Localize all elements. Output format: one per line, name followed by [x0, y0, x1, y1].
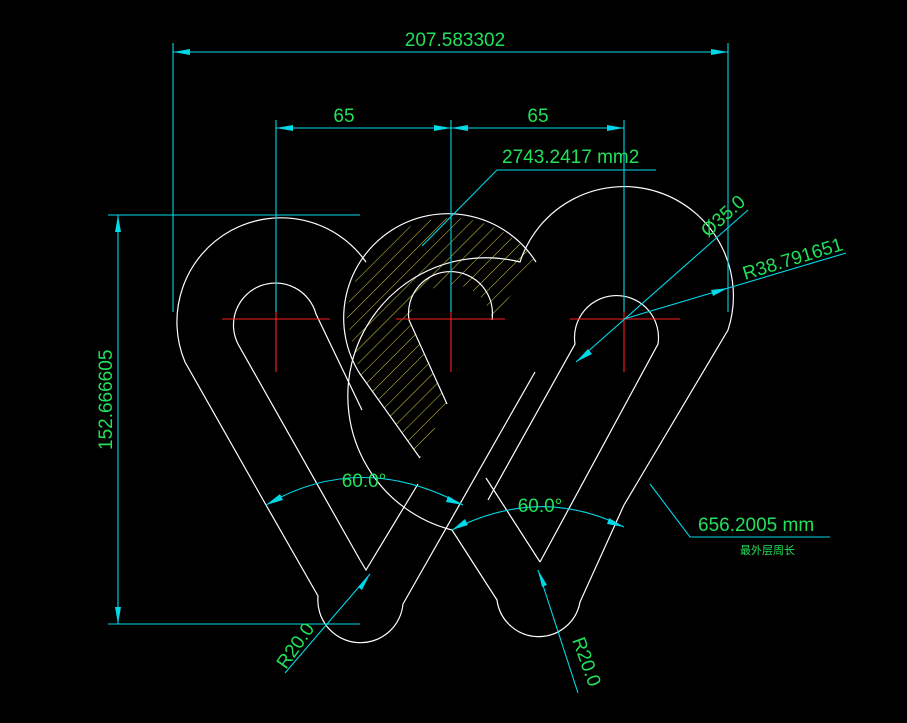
outer-radius-label: R38.791651: [740, 234, 845, 284]
angle-right-label: 60.0°: [518, 496, 563, 517]
spacing-right-label: 65: [527, 106, 548, 127]
heart-geometry: [176, 185, 735, 644]
dimension-labels: 207.583302 65 65 2743.2417 mm2 Ø35.0 R38…: [96, 30, 845, 689]
middle-loop-inner: [407, 271, 494, 405]
perimeter-note-label: 最外层周长: [740, 544, 795, 557]
fillet-right-label: R20.0: [567, 635, 604, 690]
right-loop-outer: [347, 185, 735, 531]
left-loop-outer: [176, 217, 367, 506]
perimeter-label: 656.2005 mm: [698, 515, 814, 536]
angle-left-label: 60.0°: [342, 471, 387, 492]
overall-width-label: 207.583302: [405, 30, 505, 51]
right-bottom-arc: [451, 504, 625, 638]
fillet-left-label: R20.0: [273, 619, 319, 673]
spacing-left-label: 65: [333, 106, 354, 127]
middle-loop-outer: [343, 213, 537, 459]
left-loop-inner: [232, 282, 363, 561]
left-bottom-arc: [265, 371, 536, 644]
right-loop-inner: [487, 295, 660, 563]
dimension-lines: [108, 43, 847, 694]
outer-diameter-label: Ø35.0: [697, 191, 750, 241]
left-bottom-inner: [359, 483, 419, 572]
hatched-region: [347, 217, 536, 458]
right-bottom-inner: [485, 477, 541, 563]
total-height-label: 152.666605: [96, 350, 117, 450]
hatched-area-label: 2743.2417 mm2: [502, 147, 639, 168]
